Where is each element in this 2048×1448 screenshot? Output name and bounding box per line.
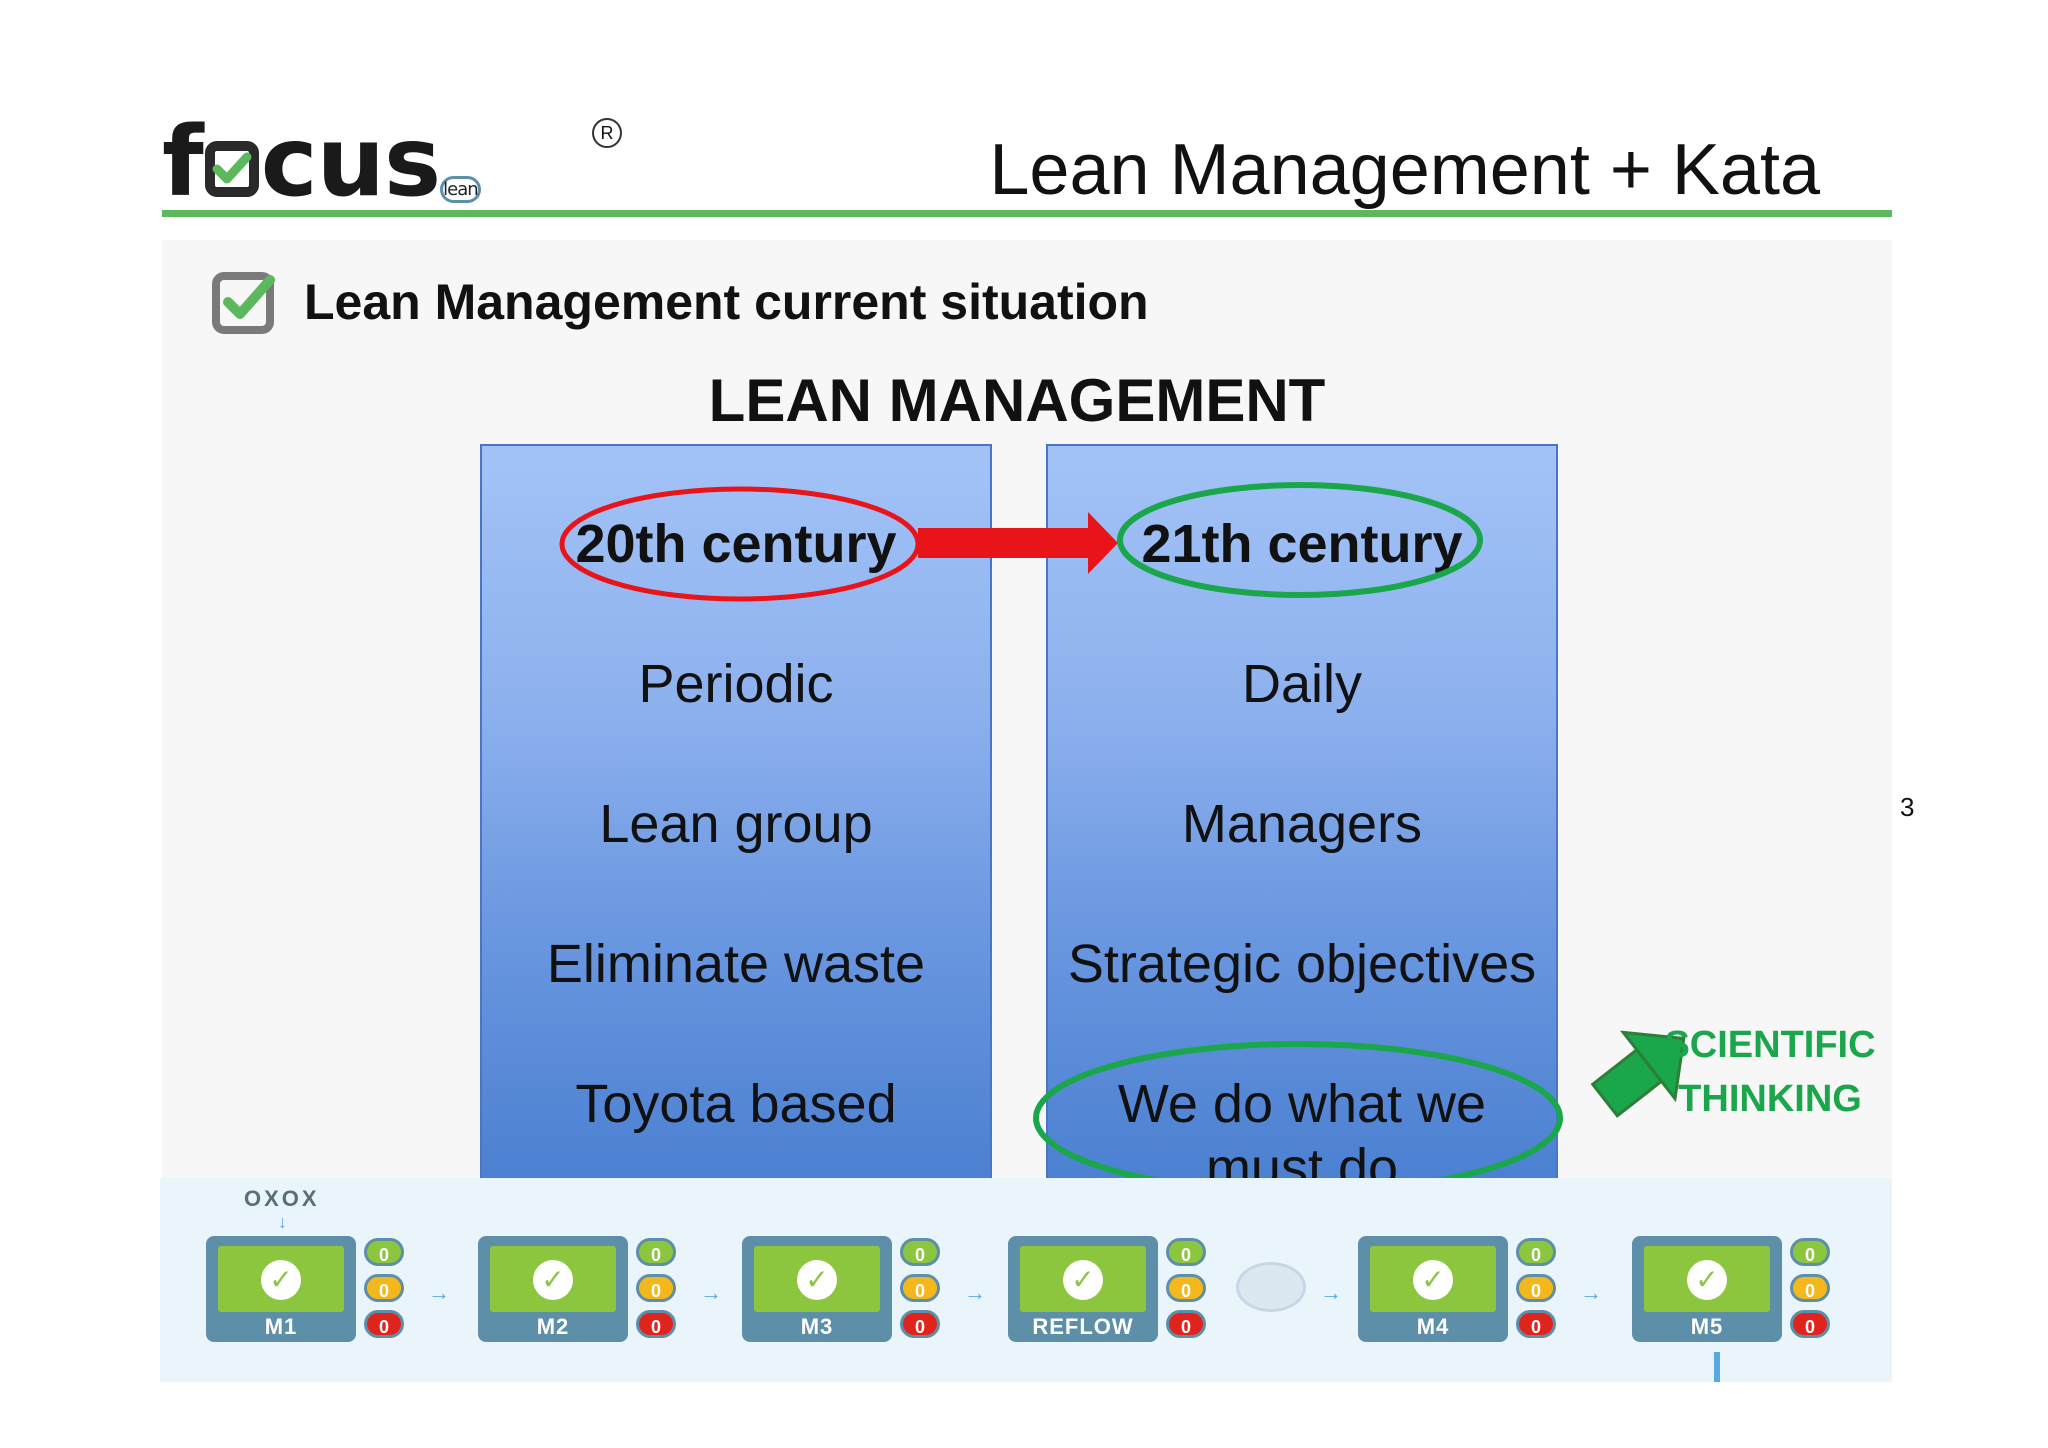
machine-screen: ✓	[218, 1246, 344, 1312]
machine-m4[interactable]: ✓ M4	[1358, 1236, 1508, 1342]
buffer-circle-icon	[1236, 1262, 1306, 1312]
left-item-eliminate-waste: Eliminate waste	[546, 934, 926, 994]
column-21th-century: 21th century Daily Managers Strategic ob…	[1046, 444, 1558, 1198]
machine-label: M2	[536, 1314, 570, 1339]
machine-label: M3	[800, 1314, 834, 1339]
machine-screen: ✓	[490, 1246, 616, 1312]
check-icon: ✓	[1687, 1260, 1727, 1300]
yellow-count: 0	[1516, 1274, 1556, 1302]
green-count: 0	[1166, 1238, 1206, 1266]
right-item-strategic-objectives: Strategic objectives	[1067, 934, 1537, 994]
down-arrow-icon: ↓	[278, 1212, 287, 1232]
status-lights-m4: 0 0 0	[1516, 1238, 1564, 1346]
check-icon: ✓	[533, 1260, 573, 1300]
machine-screen: ✓	[1370, 1246, 1496, 1312]
yellow-count: 0	[900, 1274, 940, 1302]
machine-m2[interactable]: ✓ M2	[478, 1236, 628, 1342]
green-count: 0	[1516, 1238, 1556, 1266]
section-subtitle: Lean Management current situation	[304, 274, 1149, 330]
checkbox-icon	[212, 270, 276, 334]
check-icon: ✓	[1063, 1260, 1103, 1300]
flow-arrow-icon: →	[428, 1280, 450, 1305]
status-lights-m3: 0 0 0	[900, 1238, 948, 1346]
diagram-title: LEAN MANAGEMENT	[708, 367, 1326, 434]
logo-check-icon	[204, 141, 259, 197]
machine-label: REFLOW	[1032, 1314, 1134, 1339]
right-item-we-do-line1: We do what we	[1117, 1074, 1487, 1134]
check-icon: ✓	[261, 1260, 301, 1300]
yellow-count: 0	[1166, 1274, 1206, 1302]
machine-screen: ✓	[1644, 1246, 1770, 1312]
left-item-toyota-based: Toyota based	[575, 1074, 897, 1134]
green-count: 0	[364, 1238, 404, 1266]
column-header-21th: 21th century	[1141, 514, 1463, 574]
green-count: 0	[636, 1238, 676, 1266]
flow-arrow-icon: →	[964, 1280, 986, 1305]
output-line	[1714, 1352, 1720, 1382]
right-item-daily: Daily	[1241, 654, 1363, 714]
logo-f: f	[162, 106, 204, 218]
machine-label: M1	[264, 1314, 298, 1339]
yellow-count: 0	[636, 1274, 676, 1302]
right-item-managers: Managers	[1181, 794, 1423, 854]
flow-arrow-icon: →	[700, 1280, 722, 1305]
flow-arrow-icon: →	[1580, 1280, 1602, 1305]
yellow-count: 0	[1790, 1274, 1830, 1302]
green-count: 0	[900, 1238, 940, 1266]
line-source-label: OXOX	[244, 1186, 320, 1211]
machine-screen: ✓	[754, 1246, 880, 1312]
machine-m5[interactable]: ✓ M5	[1632, 1236, 1782, 1342]
page-number: 3	[1900, 792, 1915, 822]
yellow-count: 0	[364, 1274, 404, 1302]
callout-line-2: THINKING	[1678, 1078, 1862, 1120]
status-lights-reflow: 0 0 0	[1166, 1238, 1214, 1346]
check-icon: ✓	[1413, 1260, 1453, 1300]
registered-mark: R	[592, 118, 622, 148]
column-20th-century: 20th century Periodic Lean group Elimina…	[480, 444, 992, 1194]
red-count: 0	[364, 1310, 404, 1338]
red-count: 0	[1516, 1310, 1556, 1338]
red-count: 0	[1166, 1310, 1206, 1338]
left-item-periodic: Periodic	[638, 654, 834, 714]
logo-lean: lean	[440, 176, 481, 203]
flow-arrow-icon: →	[1320, 1280, 1342, 1305]
machine-m3[interactable]: ✓ M3	[742, 1236, 892, 1342]
red-count: 0	[1790, 1310, 1830, 1338]
machine-screen: ✓	[1020, 1246, 1146, 1312]
check-icon: ✓	[797, 1260, 837, 1300]
logo-cus: cus	[260, 106, 441, 218]
green-count: 0	[1790, 1238, 1830, 1266]
scientific-thinking-callout: SCIENTIFIC THINKING	[1640, 1018, 1900, 1126]
red-count: 0	[636, 1310, 676, 1338]
machine-reflow[interactable]: ✓ REFLOW	[1008, 1236, 1158, 1342]
column-header-20th: 20th century	[575, 514, 897, 574]
machine-label: M4	[1416, 1314, 1450, 1339]
status-lights-m2: 0 0 0	[636, 1238, 684, 1346]
left-item-lean-group: Lean group	[599, 794, 873, 854]
status-lights-m1: 0 0 0	[364, 1238, 412, 1346]
red-count: 0	[900, 1310, 940, 1338]
callout-line-1: SCIENTIFIC	[1664, 1024, 1876, 1066]
header-divider	[162, 210, 1892, 217]
machine-label: M5	[1690, 1314, 1724, 1339]
slide-title: Lean Management + Kata	[989, 130, 1820, 210]
machine-m1[interactable]: ✓ M1	[206, 1236, 356, 1342]
status-lights-m5: 0 0 0	[1790, 1238, 1838, 1346]
